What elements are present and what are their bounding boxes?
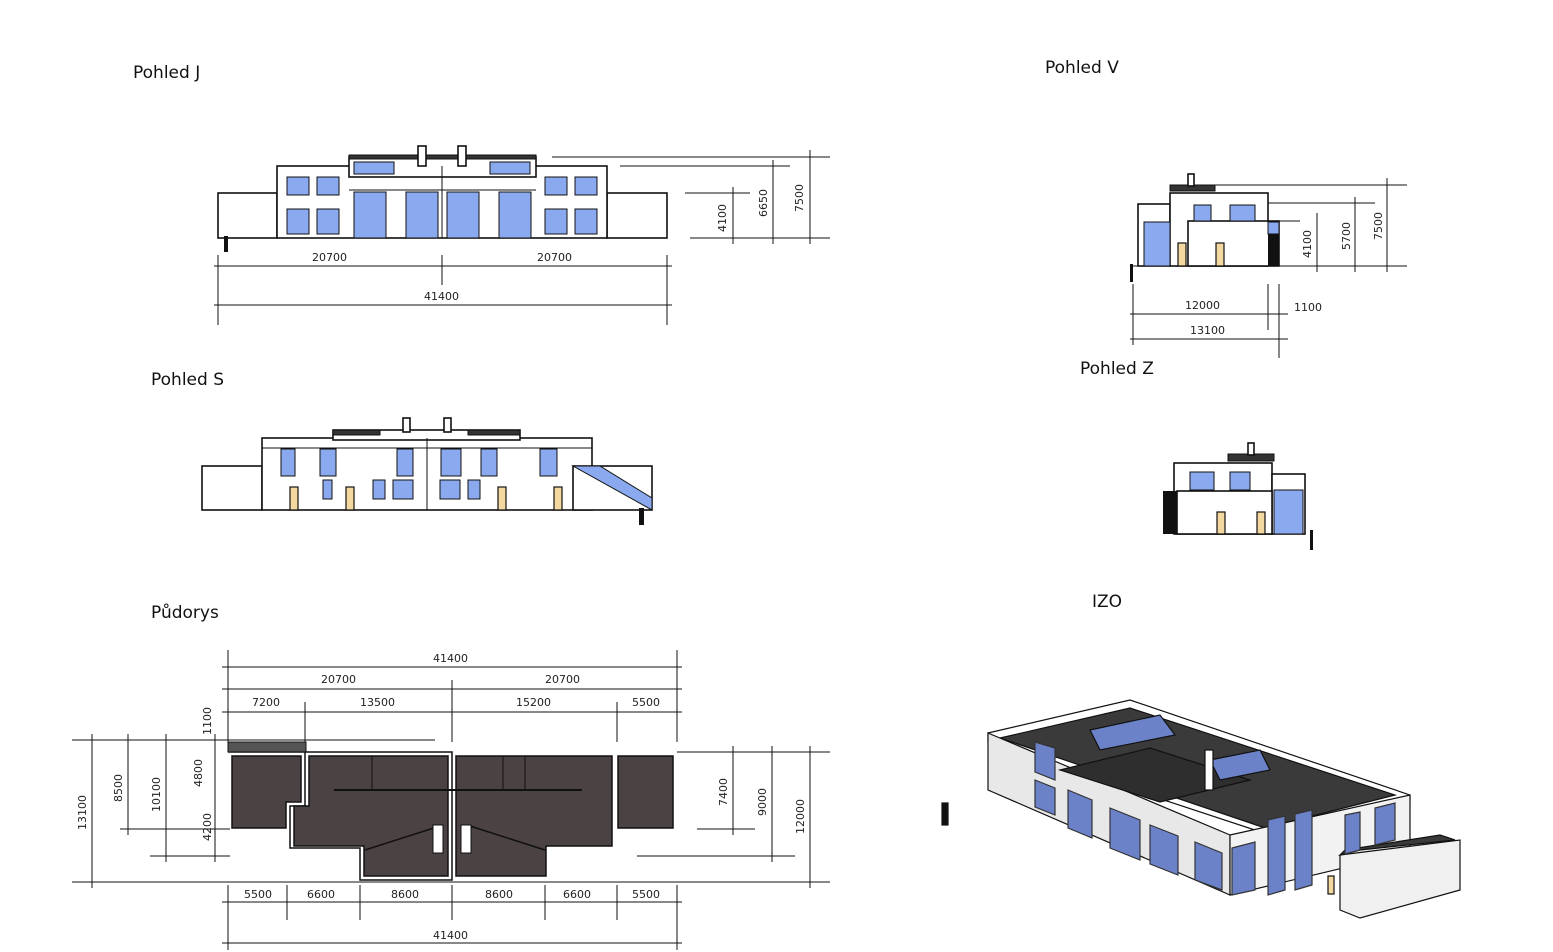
dim-plan-right: 7400 [717, 778, 730, 806]
title-isometric: IZO [1092, 592, 1122, 612]
title-north-view: Pohled S [151, 370, 224, 390]
dim-plan-right: 12000 [794, 799, 807, 834]
dim-south-h3: 7500 [793, 184, 806, 212]
title-east-view: Pohled V [1045, 58, 1119, 78]
dim-plan-top-segment: 5500 [632, 696, 660, 709]
dim-south-total: 41400 [424, 290, 459, 303]
dim-plan-left: 13100 [76, 795, 89, 830]
dim-plan-bottom-segment: 5500 [632, 888, 660, 901]
dim-east-total: 13100 [1190, 324, 1225, 337]
dim-plan-top-total: 41400 [433, 652, 468, 665]
dim-south-h2: 6650 [757, 189, 770, 217]
dim-south-right: 20700 [537, 251, 572, 264]
title-floor-plan: Půdorys [151, 603, 219, 623]
dim-east-width: 12000 [1185, 299, 1220, 312]
dim-plan-left: 10100 [150, 777, 163, 812]
east-elevation: 4100 5700 7500 12000 1100 13100 [1130, 173, 1407, 358]
dim-plan-bottom-segment: 6600 [563, 888, 591, 901]
dim-plan-bottom-segment: 8600 [485, 888, 513, 901]
dim-plan-bottom-segment: 8600 [391, 888, 419, 901]
floor-plan: 41400 20700 20700 7200 13500 15200 5500 … [72, 650, 830, 950]
dim-plan-left: 4200 [201, 813, 214, 841]
north-elevation [201, 417, 653, 525]
title-south-view: Pohled J [133, 63, 200, 83]
dim-plan-bottom-total: 41400 [433, 929, 468, 942]
title-west-view: Pohled Z [1080, 359, 1154, 379]
dim-plan-top-segment: 15200 [516, 696, 551, 709]
dim-east-h2: 5700 [1340, 222, 1353, 250]
dim-plan-left: 8500 [112, 774, 125, 802]
dim-plan-top-half: 20700 [545, 673, 580, 686]
dim-plan-top-segment: 13500 [360, 696, 395, 709]
dim-east-overhang: 1100 [1294, 301, 1322, 314]
isometric-view [941, 699, 1461, 919]
dim-plan-right: 9000 [756, 788, 769, 816]
dim-plan-left: 4800 [192, 759, 205, 787]
dim-south-left: 20700 [312, 251, 347, 264]
dim-plan-bottom-segment: 6600 [307, 888, 335, 901]
dim-plan-top-segment: 7200 [252, 696, 280, 709]
dim-south-h1: 4100 [716, 204, 729, 232]
dim-plan-left: 1100 [201, 707, 214, 735]
west-elevation [1163, 442, 1313, 550]
south-elevation: 20700 20700 41400 4100 6650 7500 [214, 145, 830, 325]
dim-plan-bottom-segment: 5500 [244, 888, 272, 901]
dim-plan-top-half: 20700 [321, 673, 356, 686]
dim-east-h3: 7500 [1372, 212, 1385, 240]
dim-east-h1: 4100 [1301, 230, 1314, 258]
